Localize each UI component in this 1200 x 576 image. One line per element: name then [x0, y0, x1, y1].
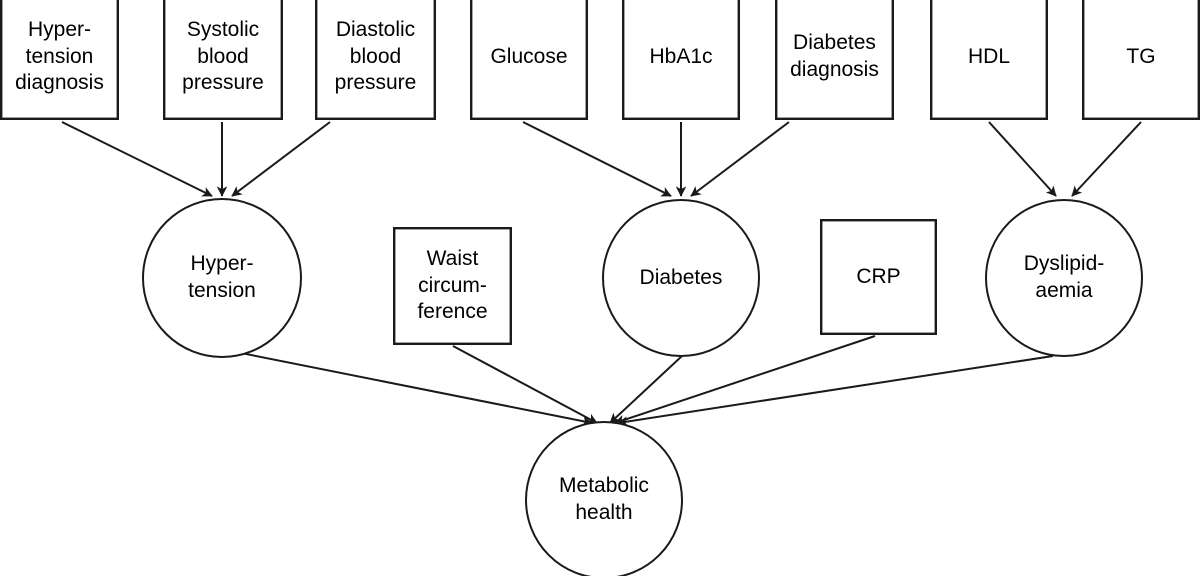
edges-layer	[61, 121, 1142, 427]
node-box-glucose	[470, 0, 589, 120]
node-circle-hypertension	[142, 198, 302, 358]
edge-crp-to-mh	[614, 335, 876, 425]
node-box-tg	[1081, 0, 1200, 120]
edge-hdl-to-dlp	[988, 121, 1057, 197]
node-circle-metabolic-health	[525, 421, 683, 576]
edge-tg-to-dlp	[1071, 121, 1142, 197]
edge-glucose-to-dm	[522, 121, 672, 197]
node-circle-diabetes	[602, 199, 760, 357]
node-box-hba1c	[622, 0, 741, 120]
node-circle-dyslipidaemia	[985, 199, 1143, 357]
node-box-diastolic-blood-pressure	[315, 0, 437, 120]
edge-waist-to-mh	[452, 345, 598, 424]
edge-dlp-to-mh	[617, 355, 1054, 427]
edge-dbp-to-htn	[231, 121, 331, 197]
node-box-systolic-blood-pressure	[162, 0, 283, 120]
edge-htndx-to-htn	[61, 121, 213, 197]
node-box-hypertension-diagnosis	[0, 0, 119, 120]
edge-htn-to-mh	[235, 351, 593, 427]
node-box-crp	[820, 218, 938, 335]
edge-dmdx-to-dm	[690, 121, 790, 197]
node-box-waist-circumference	[393, 226, 513, 345]
edge-dm-to-mh	[609, 355, 683, 424]
node-box-hdl	[930, 0, 1049, 120]
node-box-diabetes-diagnosis	[775, 0, 895, 120]
